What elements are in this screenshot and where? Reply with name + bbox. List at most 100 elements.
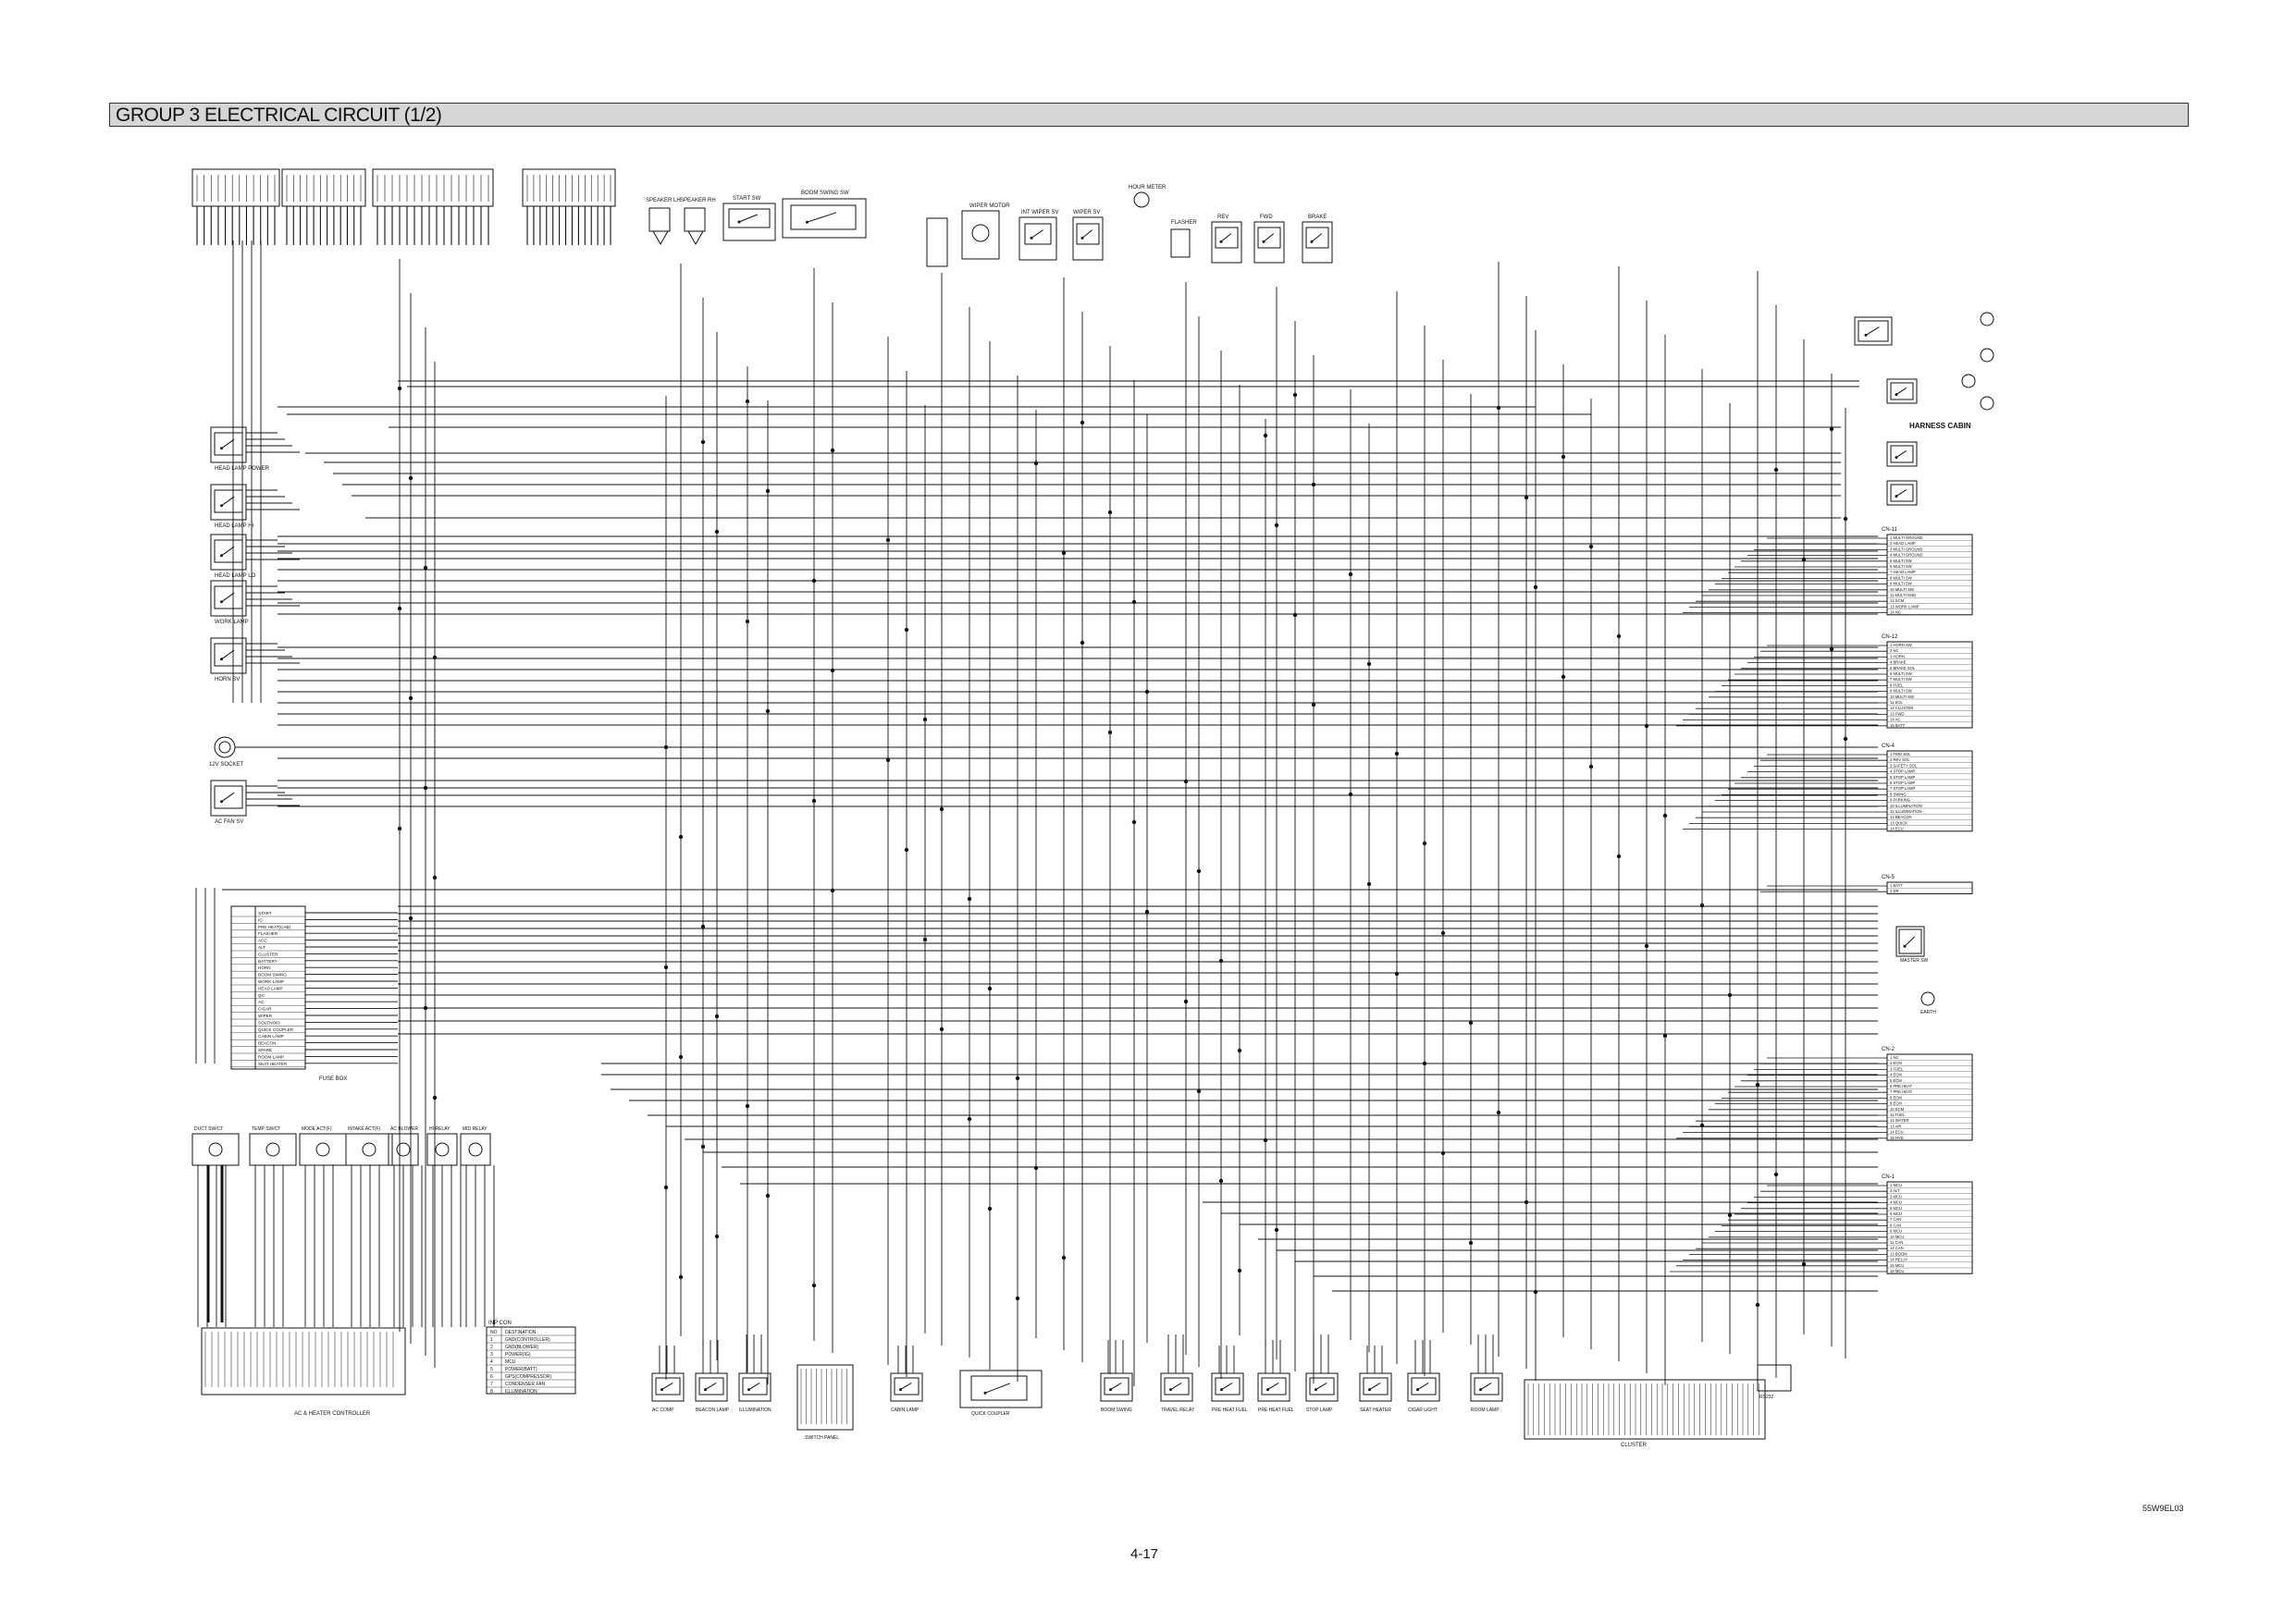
inp-con-row-dest: MCU	[505, 1359, 516, 1365]
switch-contact	[900, 1382, 912, 1391]
wire-junction	[1644, 723, 1649, 729]
hour-meter-label: HOUR METER	[1129, 185, 1167, 191]
wire-junction	[423, 785, 428, 791]
wire-junction	[1061, 1255, 1067, 1260]
hour-meter	[1133, 191, 1150, 208]
wire-junction	[678, 1274, 684, 1280]
wire-junction	[1588, 764, 1594, 769]
fuse-box-row-label: AC	[258, 1000, 265, 1004]
rs232-connector	[1757, 1364, 1792, 1392]
switch-pivot	[1903, 944, 1907, 948]
fuse-box-row-label: CABIN LAMP	[258, 1034, 284, 1039]
ac-hvac-motor-1	[191, 1133, 240, 1166]
wire-junction	[967, 1116, 972, 1122]
inp-con-row-no: 1	[490, 1337, 493, 1343]
switch-body	[1898, 928, 1922, 954]
wire-junction	[1801, 1261, 1807, 1267]
connector-table-row: 13 WORK LAMP	[1890, 604, 1920, 609]
cabin-lamp-4	[1980, 396, 1994, 411]
wire-junction	[904, 847, 909, 853]
connector-table-title: CN-5	[1882, 875, 1895, 880]
switch-contact	[807, 212, 837, 223]
connector-table-row: 4 BRAKE	[1890, 660, 1907, 665]
switch-contact	[1480, 1382, 1492, 1391]
wire-junction	[1662, 813, 1668, 818]
bottom-component-9	[1305, 1372, 1339, 1402]
fuse-box-label: FUSE BOX	[319, 1076, 347, 1082]
rev-relay-label: REV	[1217, 215, 1228, 220]
switch-contact	[1267, 1382, 1279, 1391]
wire-junction	[1263, 433, 1268, 438]
wiper-motor-symbol	[971, 224, 990, 242]
wire-junction	[1699, 903, 1705, 908]
wire-junction	[922, 937, 928, 942]
wire-junction	[1394, 751, 1400, 756]
switch-body	[655, 1377, 681, 1396]
wire-junction	[1422, 841, 1427, 846]
inp-con-header: NO	[490, 1330, 498, 1335]
wire-junction	[1422, 1061, 1427, 1066]
connector-table-row: 1 FWD SOL	[1890, 752, 1911, 756]
section-title-bar: GROUP 3 ELECTRICAL CIRCUIT (1/2)	[109, 103, 2189, 127]
wire-junction	[745, 619, 750, 624]
switch-body	[1890, 382, 1914, 400]
hvac-motor-symbol	[362, 1142, 376, 1157]
master-switch	[1895, 926, 1925, 957]
switch-pivot	[1266, 1388, 1269, 1392]
switch-pivot	[704, 1388, 707, 1392]
switch-contact	[1315, 1382, 1327, 1391]
speaker-rh-label: SPEAKER RH	[680, 198, 716, 203]
switch-contact	[1221, 1382, 1233, 1391]
connector-table-row: 13 AIR	[1890, 1124, 1902, 1128]
wire-junction	[1662, 1033, 1668, 1039]
wiper-label: WIPER SV	[1073, 210, 1100, 215]
switch-panel-label: SWITCH PANEL	[805, 1435, 839, 1441]
inp-con-row-no: 5	[490, 1367, 493, 1372]
ac-fan-relay	[210, 780, 247, 817]
brake-relay	[1302, 221, 1333, 264]
cabin-relay-1	[1854, 316, 1893, 346]
wire-junction	[987, 986, 993, 991]
wire-junction	[830, 448, 835, 453]
connector-table-row: 9 MULTI SW	[1890, 689, 1912, 694]
connector-table-row: 14 RELAY	[1890, 1258, 1907, 1262]
bottom-component-label: STOP LAMP	[1306, 1408, 1333, 1413]
top-switch-connector-1	[191, 168, 280, 207]
wire-junction	[1755, 1082, 1760, 1088]
connector-table-title: CN-11	[1882, 527, 1898, 533]
fuse-box-row-label: QC	[258, 993, 265, 998]
bottom-component-symbol	[1309, 1377, 1335, 1396]
bottom-component-label: SEAT HEATER	[1360, 1408, 1391, 1413]
wire-junction	[1755, 1302, 1760, 1308]
connector-table-row: 9 MCU	[1890, 1229, 1902, 1234]
connector-table-row: 14 NC	[1890, 610, 1901, 615]
fuse-box-row-label: ACC	[258, 939, 267, 943]
wire-junction	[397, 386, 402, 391]
inp-con-row-no: 3	[490, 1352, 493, 1358]
socket-12v-inner	[218, 741, 231, 754]
connector-table-row: 6 MULTI SW	[1890, 671, 1912, 676]
connector-table-row: 10 MULTI SW	[1890, 695, 1914, 699]
cabin-relay-3	[1886, 441, 1918, 467]
wire-junction	[678, 834, 684, 840]
wire-junction	[1033, 1165, 1039, 1171]
switch-body	[1858, 320, 1889, 342]
connector-table-row: 2 ECM	[1890, 1061, 1902, 1065]
speaker-rh	[684, 207, 706, 232]
fuse-box-row-label: ROOM LAMP	[258, 1054, 284, 1059]
switch-pivot	[1895, 495, 1898, 498]
wire-junction	[1144, 909, 1150, 915]
ac-hvac-motor-5	[388, 1133, 419, 1166]
wire-junction	[432, 875, 438, 880]
switch-contact	[1311, 233, 1323, 242]
bottom-component-3	[738, 1372, 772, 1402]
ac-hvac-motor-3	[299, 1133, 347, 1166]
switch-body	[1104, 1377, 1129, 1396]
fwd-relay-label: FWD	[1260, 215, 1273, 220]
switch-pivot	[737, 220, 741, 224]
horn-relay-label: HORN SV	[215, 677, 240, 682]
switch-body	[970, 1375, 1028, 1401]
switch-pivot	[1895, 393, 1898, 397]
wire-junction	[830, 668, 835, 673]
connector-table-row: 7 MULTI SW	[1890, 677, 1912, 682]
